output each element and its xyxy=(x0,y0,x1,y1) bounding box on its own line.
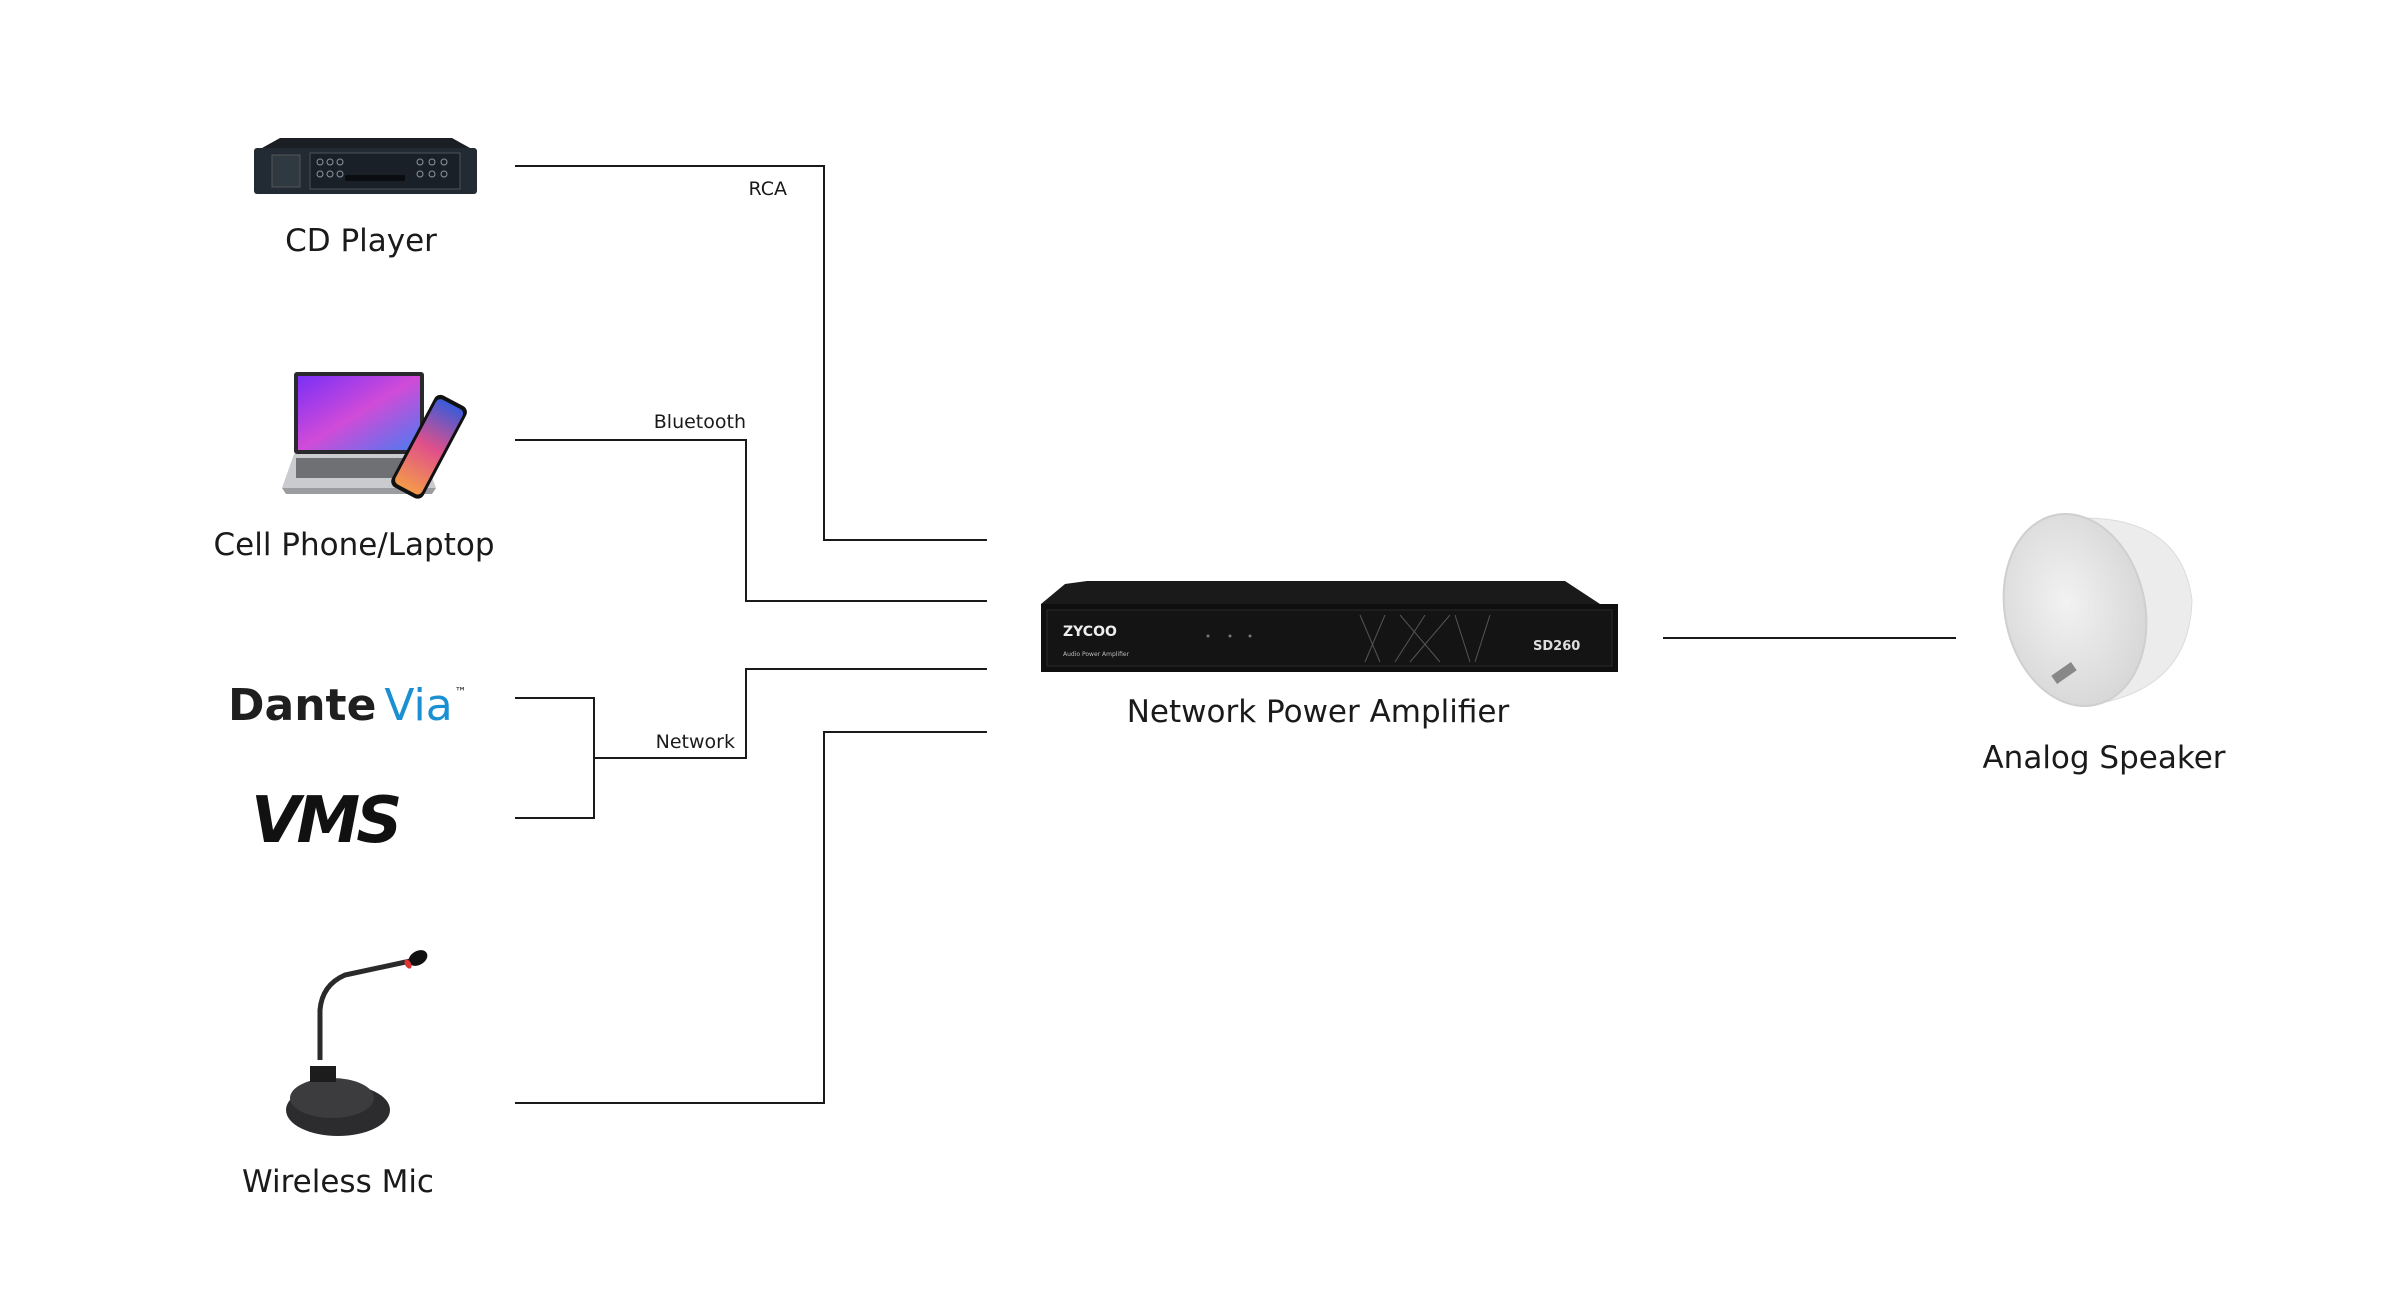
via-logo-text: Via xyxy=(384,680,452,731)
rca-wire xyxy=(515,165,987,541)
network-power-amplifier-image: ZYCOO Audio Power Amplifier SD260 xyxy=(1041,581,1618,672)
mic-wire xyxy=(515,731,987,1104)
trademark-mark: ™ xyxy=(455,685,467,699)
cd-player-image xyxy=(254,138,477,194)
wireless-mic-image xyxy=(286,950,428,1136)
laptop-phone-image xyxy=(282,372,467,499)
network-wire xyxy=(594,668,987,759)
dante-logo-text: Dante xyxy=(228,680,376,731)
bluetooth-label: Bluetooth xyxy=(654,411,746,433)
amplifier-brand: ZYCOO xyxy=(1063,624,1117,640)
vms-logo: VMS xyxy=(251,784,399,858)
amplifier-label: Network Power Amplifier xyxy=(1127,694,1510,730)
rca-label: RCA xyxy=(748,178,787,200)
analog-speaker-image xyxy=(2002,513,2193,707)
cd-player-label: CD Player xyxy=(285,223,437,259)
speaker-label: Analog Speaker xyxy=(1982,740,2225,776)
bluetooth-wire xyxy=(515,439,987,602)
wireless-mic-label: Wireless Mic xyxy=(242,1164,434,1200)
amplifier-model: SD260 xyxy=(1533,639,1580,654)
dante-wire xyxy=(515,697,595,819)
phone-laptop-label: Cell Phone/Laptop xyxy=(213,527,494,563)
network-label: Network xyxy=(656,731,735,753)
amplifier-subtitle: Audio Power Amplifier xyxy=(1063,651,1130,658)
